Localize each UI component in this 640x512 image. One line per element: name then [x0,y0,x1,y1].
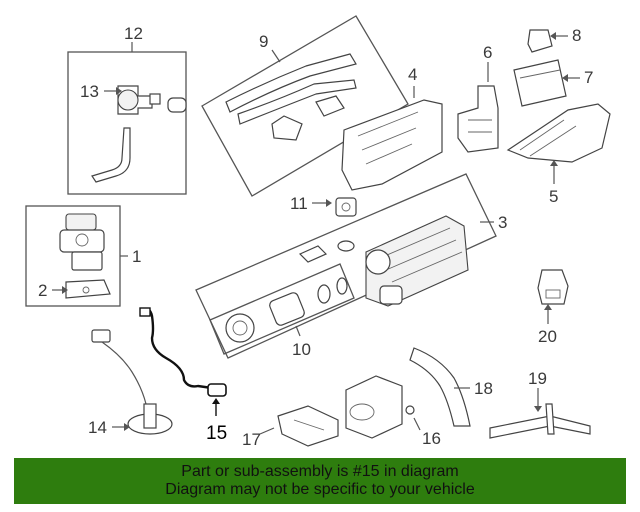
callout-10[interactable]: 10 [292,340,311,359]
group-3-box [195,173,497,359]
part-3-oring[interactable] [337,240,355,252]
banner-line-part: Part or sub-assembly is #15 in diagram [181,463,459,480]
callout-9[interactable]: 9 [259,32,268,51]
callout-15[interactable]: 15 [206,423,227,444]
callout-5[interactable]: 5 [549,187,558,206]
part-16-solenoid[interactable] [345,375,415,439]
part-14-sensor[interactable] [91,329,173,435]
part-2-gasket[interactable] [65,279,111,299]
parts-diagram: 12 13 1 2 [25,15,611,449]
part-13-purge-valve[interactable] [117,85,187,115]
callout-12[interactable]: 12 [124,24,143,43]
group-1: 1 2 [25,205,141,307]
callout-3[interactable]: 3 [498,213,507,232]
group-9-box [201,15,409,197]
group-3: 3 10 [195,173,507,359]
part-5-shield[interactable] [506,103,611,163]
part-1-egr-valve[interactable] [59,213,105,271]
part-9-hose-b[interactable] [237,79,357,125]
part-3-clip[interactable] [298,245,328,263]
banner-line-disclaimer: Diagram may not be specific to your vehi… [165,481,475,498]
part-3-canister[interactable] [365,215,469,307]
callout-11[interactable]: 11 [290,194,308,213]
part-9-bracket-b[interactable] [315,95,345,117]
part-6-bracket[interactable] [457,85,499,153]
part-18-hose[interactable] [409,347,471,427]
part-17-bracket[interactable] [277,405,339,447]
part-9-hose-a[interactable] [225,53,357,113]
callout-14[interactable]: 14 [88,418,107,437]
callout-1[interactable]: 1 [132,247,141,266]
group-12-box [67,51,187,195]
callout-18[interactable]: 18 [474,379,493,398]
part-10-valve-set[interactable] [225,277,348,343]
callout-2[interactable]: 2 [38,281,47,300]
callout-16[interactable]: 16 [422,429,441,448]
callout-20[interactable]: 20 [538,327,557,346]
group-9: 9 [201,15,409,197]
part-8-clip[interactable] [527,29,553,53]
part-15-harness[interactable] [139,307,227,397]
callout-19[interactable]: 19 [528,369,547,388]
callout-8[interactable]: 8 [572,26,581,45]
part-9-bracket-a[interactable] [271,115,303,141]
callout-13[interactable]: 13 [80,82,99,101]
callout-17[interactable]: 17 [242,430,261,449]
part-12-hose[interactable] [91,127,131,183]
callout-7[interactable]: 7 [584,68,593,87]
part-19-pipe[interactable] [489,403,591,439]
callout-4[interactable]: 4 [408,65,417,84]
part-7-filter[interactable] [513,59,567,107]
group-12: 12 13 [67,24,187,195]
info-banner: Part or sub-assembly is #15 in diagram D… [14,458,626,504]
part-20-connector[interactable] [537,269,569,305]
part-11-sensor[interactable] [335,197,357,217]
callout-6[interactable]: 6 [483,43,492,62]
part-4-cover[interactable] [341,99,443,191]
group-10-box [209,263,355,355]
